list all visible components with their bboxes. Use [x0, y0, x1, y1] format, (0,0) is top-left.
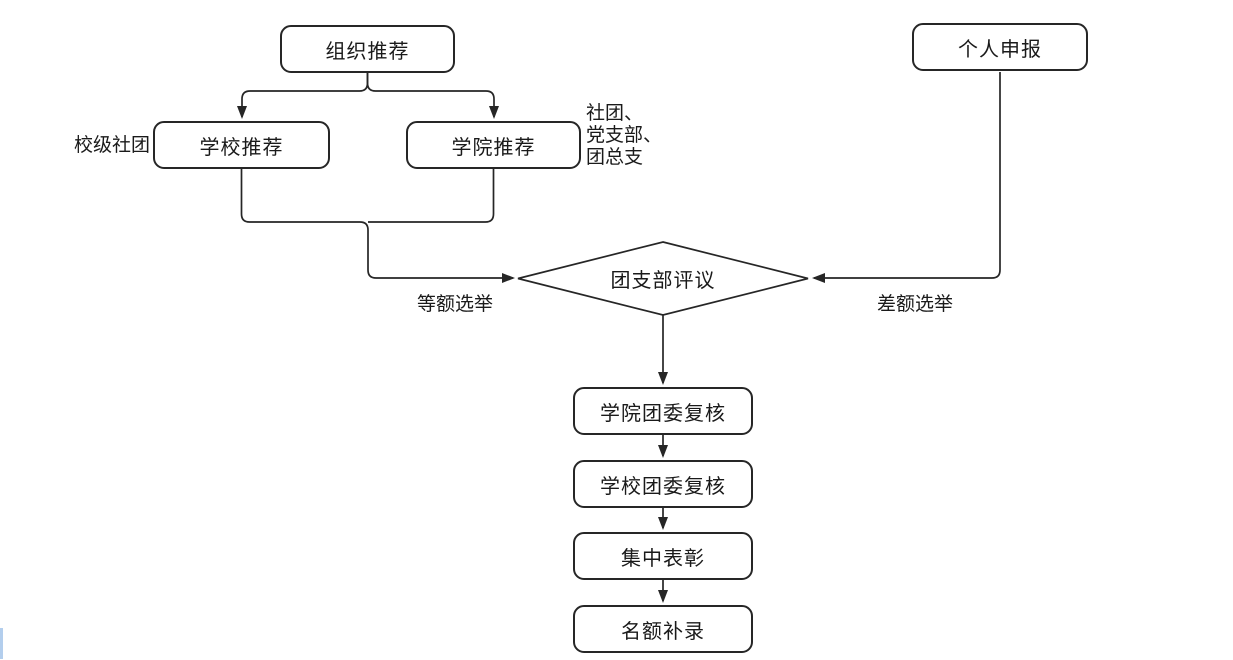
- node-org-recommend: 组织推荐: [280, 25, 455, 73]
- node-label: 学校团委复核: [600, 475, 726, 498]
- annotation-equal-election: 等额选举: [417, 294, 493, 316]
- node-school-recommend: 学校推荐: [153, 121, 330, 169]
- annotation-differential-election: 差额选举: [877, 294, 953, 316]
- connector-college-merge: [368, 169, 495, 223]
- connector-personal-to-review: [812, 72, 1001, 283]
- annotation-school-club: 校级社团: [66, 135, 150, 157]
- connector-merge-to-review: [240, 169, 515, 283]
- node-league-branch-review: 团支部评议: [563, 266, 763, 292]
- annotation-club-party-league: 社团、 党支部、 团总支: [586, 103, 662, 169]
- node-label: 学院团委复核: [600, 402, 726, 425]
- edge-blue-artifact: [0, 628, 3, 659]
- annotation-text: 等额选举: [417, 294, 494, 315]
- annotation-text: 党支部、: [586, 125, 663, 146]
- connector-org-to-school: [237, 73, 369, 119]
- node-label: 个人申报: [958, 38, 1042, 61]
- annotation-text: 社团、: [586, 103, 644, 124]
- node-college-committee-recheck: 学院团委复核: [573, 387, 753, 435]
- node-label: 组织推荐: [325, 40, 410, 63]
- annotation-text: 差额选举: [877, 294, 954, 315]
- node-label: 集中表彰: [621, 547, 705, 570]
- node-central-commendation: 集中表彰: [573, 532, 753, 580]
- node-school-committee-recheck: 学校团委复核: [573, 460, 753, 508]
- node-personal-apply: 个人申报: [912, 23, 1088, 71]
- annotation-text: 校级社团: [73, 135, 150, 156]
- decision-diamond-shape: [517, 241, 809, 316]
- node-label: 学院推荐: [451, 136, 536, 159]
- node-label: 团支部评议: [610, 270, 716, 292]
- node-college-recommend: 学院推荐: [406, 121, 581, 169]
- annotation-text: 团总支: [586, 147, 644, 168]
- node-label: 学校推荐: [199, 136, 284, 159]
- node-quota-supplement: 名额补录: [573, 605, 753, 653]
- connector-org-to-college: [366, 73, 499, 119]
- node-label: 名额补录: [621, 620, 705, 643]
